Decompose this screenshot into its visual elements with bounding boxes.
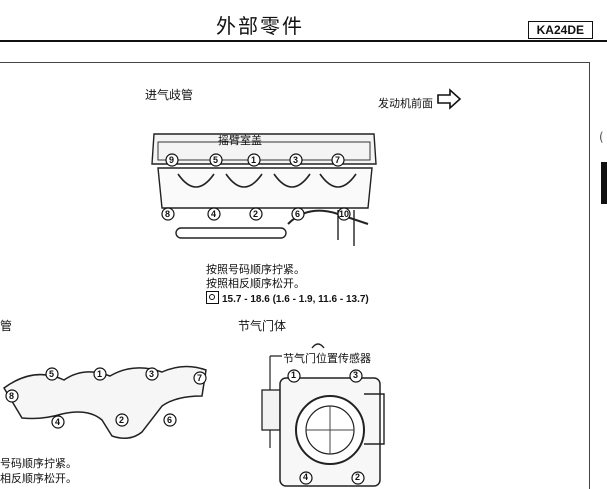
side-edge-mark: ( (599, 130, 604, 144)
torque-wrench-icon (206, 291, 219, 304)
intake-bolt-number: 1 (251, 155, 257, 165)
engine-front-arrow-icon (437, 88, 462, 110)
throttle-bolt-number: 2 (355, 472, 361, 482)
exhaust-bolt-number: 4 (55, 417, 61, 427)
throttle-bolt-number: 3 (353, 370, 359, 380)
intake-bolt-number: 7 (335, 155, 341, 165)
exhaust-bolt-number: 1 (97, 369, 103, 379)
exhaust-manifold-title: 管 (0, 319, 13, 333)
intake-torque-spec: 15.7 - 18.6 (1.6 - 1.9, 11.6 - 13.7) (206, 291, 369, 305)
exhaust-tighten-instruction: 号码顺序拧紧。 (0, 457, 77, 470)
throttle-position-sensor-label: 节气门位置传感器 (283, 352, 371, 365)
intake-bolt-number: 2 (253, 209, 259, 219)
header-rule (0, 40, 607, 42)
intake-bolt-number: 8 (165, 209, 171, 219)
panel-right-border (589, 62, 590, 489)
exhaust-bolt-number: 5 (49, 369, 55, 379)
intake-manifold-title: 进气歧管 (145, 88, 194, 102)
panel-top-border (0, 62, 590, 63)
intake-bolt-number: 10 (339, 209, 350, 219)
throttle-bolt-number: 4 (303, 472, 309, 482)
engine-model-badge: KA24DE (527, 21, 593, 39)
throttle-body-title: 节气门体 (238, 319, 287, 333)
side-index-tab (601, 162, 607, 204)
intake-bolt-number: 9 (169, 155, 175, 165)
exhaust-bolt-number: 3 (149, 369, 155, 379)
exhaust-bolt-number: 6 (167, 415, 173, 425)
rocker-cover-label: 摇臂室盖 (218, 134, 262, 147)
intake-bolt-number: 5 (213, 155, 219, 165)
exhaust-bolt-number: 7 (197, 373, 203, 383)
intake-bolt-number: 3 (293, 155, 299, 165)
exhaust-bolt-number: 8 (9, 391, 15, 401)
exhaust-bolt-number: 2 (119, 415, 125, 425)
exhaust-loosen-instruction: 相反顺序松开。 (0, 472, 77, 485)
intake-bolt-number: 4 (211, 209, 217, 219)
engine-front-label: 发动机前面 (378, 97, 433, 110)
exhaust-manifold-diagram (3, 365, 207, 439)
intake-tighten-instruction: 按照号码顺序拧紧。 (206, 263, 305, 276)
throttle-body-diagram (261, 343, 385, 487)
intake-bolt-number: 6 (295, 209, 301, 219)
intake-loosen-instruction: 按照相反顺序松开。 (206, 277, 305, 290)
intake-manifold-diagram (151, 133, 377, 246)
page-title: 外部零件 (216, 14, 304, 38)
throttle-bolt-number: 1 (291, 370, 297, 380)
